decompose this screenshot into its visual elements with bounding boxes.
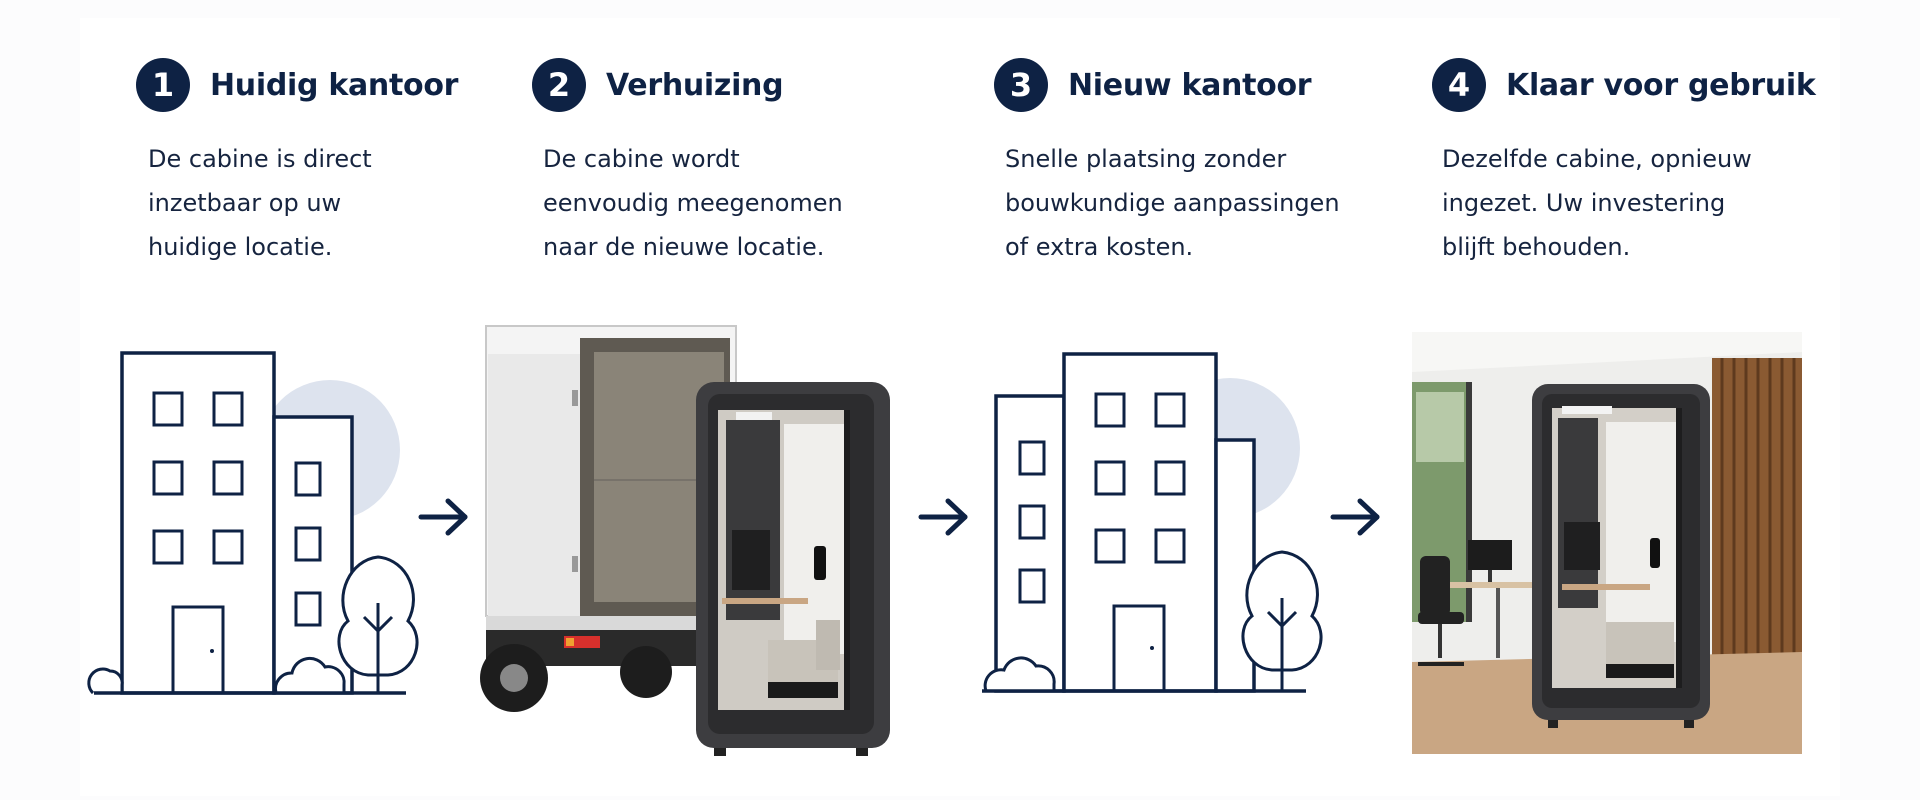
office-building-icon xyxy=(87,351,419,695)
step-1-line-1: De cabine is direct xyxy=(148,145,372,173)
moving-truck-with-cabin xyxy=(480,325,890,756)
step-3-header: 3 Nieuw kantoor xyxy=(994,58,1312,112)
step-2-line-3: naar de nieuwe locatie. xyxy=(543,233,825,261)
arrow-right-icon xyxy=(918,498,968,536)
arrow-right-icon xyxy=(1330,498,1380,536)
step-1-number-badge: 1 xyxy=(136,58,190,112)
step-2-line-2: eenvoudig meegenomen xyxy=(543,189,843,217)
step-2-line-1: De cabine wordt xyxy=(543,145,740,173)
cabin-in-office-photo xyxy=(1412,332,1802,754)
step-4-line-2: ingezet. Uw investering xyxy=(1442,189,1726,217)
step-1-description: De cabine is direct inzetbaar op uw huid… xyxy=(148,137,372,269)
step-1-line-3: huidige locatie. xyxy=(148,233,333,261)
step-4-line-1: Dezelfde cabine, opnieuw xyxy=(1442,145,1752,173)
step-2-description: De cabine wordt eenvoudig meegenomen naa… xyxy=(543,137,843,269)
step-1-line-2: inzetbaar op uw xyxy=(148,189,342,217)
step-4-description: Dezelfde cabine, opnieuw ingezet. Uw inv… xyxy=(1442,137,1752,269)
step-2-header: 2 Verhuizing xyxy=(532,58,784,112)
phone-booth-cabin xyxy=(696,382,890,756)
step-3-line-2: bouwkundige aanpassingen xyxy=(1005,189,1340,217)
step-3-number-badge: 3 xyxy=(994,58,1048,112)
new-office-building-icon xyxy=(982,352,1323,693)
step-4-header: 4 Klaar voor gebruik xyxy=(1432,58,1816,112)
step-3-description: Snelle plaatsing zonder bouwkundige aanp… xyxy=(1005,137,1340,269)
step-2-number-badge: 2 xyxy=(532,58,586,112)
arrow-right-icon xyxy=(418,498,468,536)
step-4-title: Klaar voor gebruik xyxy=(1506,67,1816,103)
step-4-line-3: blijft behouden. xyxy=(1442,233,1631,261)
step-4-number-badge: 4 xyxy=(1432,58,1486,112)
step-3-line-3: of extra kosten. xyxy=(1005,233,1194,261)
phone-booth-cabin xyxy=(1532,384,1710,728)
step-3-title: Nieuw kantoor xyxy=(1068,67,1312,103)
step-1-header: 1 Huidig kantoor xyxy=(136,58,458,112)
step-3-line-1: Snelle plaatsing zonder xyxy=(1005,145,1287,173)
step-2-title: Verhuizing xyxy=(606,67,784,103)
step-1-title: Huidig kantoor xyxy=(210,67,459,103)
